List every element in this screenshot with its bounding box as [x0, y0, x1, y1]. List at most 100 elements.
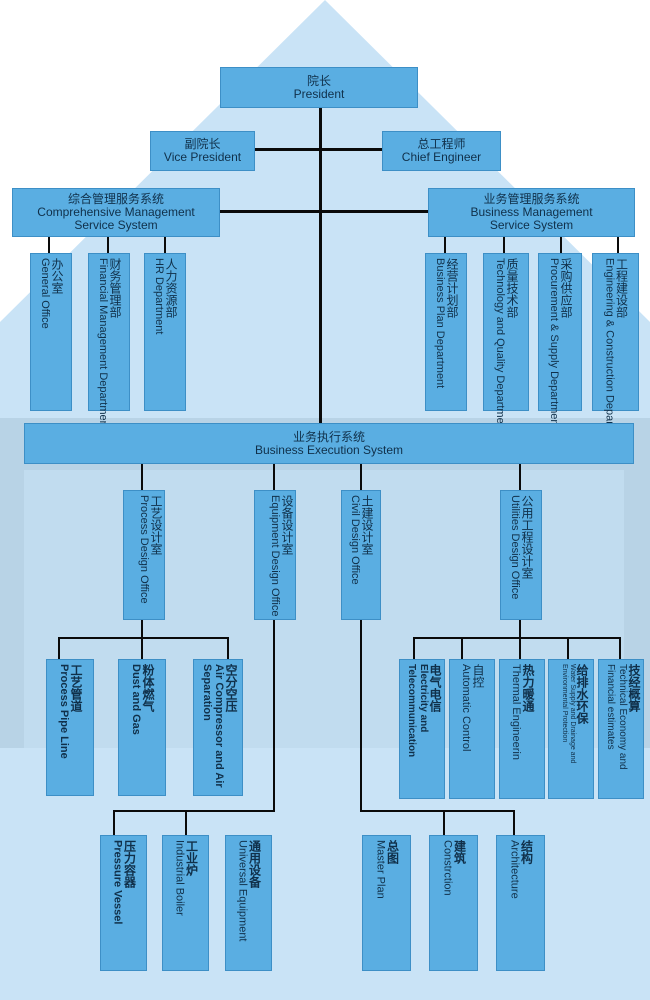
sub-en: Air Compressor and Air Separation: [201, 664, 225, 788]
comprehensive-en-2: Service System: [74, 218, 158, 232]
execution-en: Business Execution System: [254, 442, 404, 457]
dept-en: Procurement & Supply Department: [548, 258, 560, 429]
comprehensive-en-1: Comprehensive Management: [37, 205, 195, 219]
dept-en: Business Plan Department: [434, 258, 446, 389]
connector-line: [273, 620, 275, 812]
dept-zh: 财务管理部: [108, 258, 122, 318]
sub-zh: 热力暖通: [521, 664, 535, 712]
office-zh: 土建设计室: [360, 495, 374, 555]
sub-zh: 空分空压: [224, 664, 238, 712]
sub-en: Electricity and Telecommunication: [406, 664, 429, 758]
comprehensive-zh: 综合管理服务系统: [67, 192, 164, 206]
connector-line: [444, 237, 446, 253]
sub-zh: 电气电信: [428, 664, 442, 712]
sub-en: Dust and Gas: [130, 664, 142, 735]
dept-zh: 工程建设部: [614, 258, 629, 318]
dept-en: Engineering & Construction Department: [603, 258, 616, 453]
dept-en: Financial Management Department: [97, 258, 109, 430]
dept-zh: 经营计划部: [445, 258, 459, 318]
connector-line: [319, 108, 322, 426]
connector-line: [461, 637, 463, 659]
vice-president-zh: 副院长: [184, 137, 221, 151]
sub-en: Universal Equipment: [236, 840, 249, 942]
sub-zh: 工艺管道: [69, 664, 83, 712]
connector-line: [513, 810, 515, 835]
office-en: Utilities Design Office: [509, 495, 521, 600]
sub-en: Water Supply and Drainage and Environmen…: [561, 664, 576, 764]
sub-en: Thermal Engineerin: [510, 664, 522, 760]
chief-engineer-box: 总工程师 Chief Engineer: [382, 131, 501, 171]
office-en: Civil Design Office: [349, 495, 361, 585]
connector-line: [567, 637, 569, 659]
connector-line: [519, 637, 521, 659]
sub-zh: 压力容器: [122, 840, 137, 888]
connector-line: [519, 464, 521, 490]
connector-line: [360, 810, 515, 812]
office-en: Process Design Office: [138, 495, 150, 604]
sub-zh: 工业炉: [184, 840, 199, 876]
connector-line: [413, 637, 415, 659]
sub-zh: 给排水环保: [575, 664, 589, 724]
business-mgmt-en-2: Service System: [489, 218, 574, 232]
connector-line: [164, 237, 166, 253]
sub-en: Process Pipe Line: [58, 664, 70, 759]
connector-line: [141, 464, 143, 490]
connector-line: [141, 637, 143, 659]
connector-line: [519, 620, 521, 638]
connector-line: [273, 464, 275, 490]
sub-zh: 结构: [519, 840, 534, 864]
connector-line: [503, 237, 505, 253]
sub-en: Technical Economy and Financial estimate…: [605, 664, 628, 770]
business-mgmt-zh: 业务管理服务系统: [483, 192, 580, 206]
sub-zh: 自控: [471, 664, 485, 688]
connector-line: [360, 620, 362, 812]
dept-zh: 办公室: [50, 258, 64, 294]
vice-president-box: 副院长 Vice President: [150, 131, 255, 171]
chief-engineer-zh: 总工程师: [417, 137, 466, 151]
business-management-box: 业务管理服务系统 Business Management Service Sys…: [428, 188, 635, 237]
connector-line: [107, 237, 109, 253]
sub-en: Architecture: [508, 840, 521, 899]
dept-en: HR Department: [153, 258, 165, 335]
chief-engineer-en: Chief Engineer: [401, 150, 482, 164]
connector-line: [185, 810, 187, 835]
dept-zh: 人力资源部: [164, 258, 178, 318]
sub-en: Automatic Control: [460, 664, 472, 752]
dept-zh: 质量技术部: [505, 258, 519, 318]
vice-president-en: Vice President: [163, 150, 242, 164]
sub-zh: 总图: [385, 840, 400, 864]
connector-line: [413, 637, 621, 639]
office-zh: 设备设计室: [280, 495, 294, 555]
connector-line: [113, 810, 115, 835]
connector-line: [58, 637, 60, 659]
president-en: President: [293, 86, 345, 101]
sub-zh: 通用设备: [247, 840, 262, 888]
sub-zh: 粉体燃气: [141, 664, 155, 712]
connector-line: [255, 148, 382, 151]
connector-line: [113, 810, 275, 812]
president-zh: 院长: [306, 73, 331, 88]
connector-line: [617, 237, 619, 253]
connector-line: [141, 620, 143, 638]
dept-zh: 采购供应部: [559, 258, 573, 318]
dept-en: Technology and Quality Department: [494, 258, 506, 433]
office-en: Equipment Design Office: [269, 495, 281, 617]
